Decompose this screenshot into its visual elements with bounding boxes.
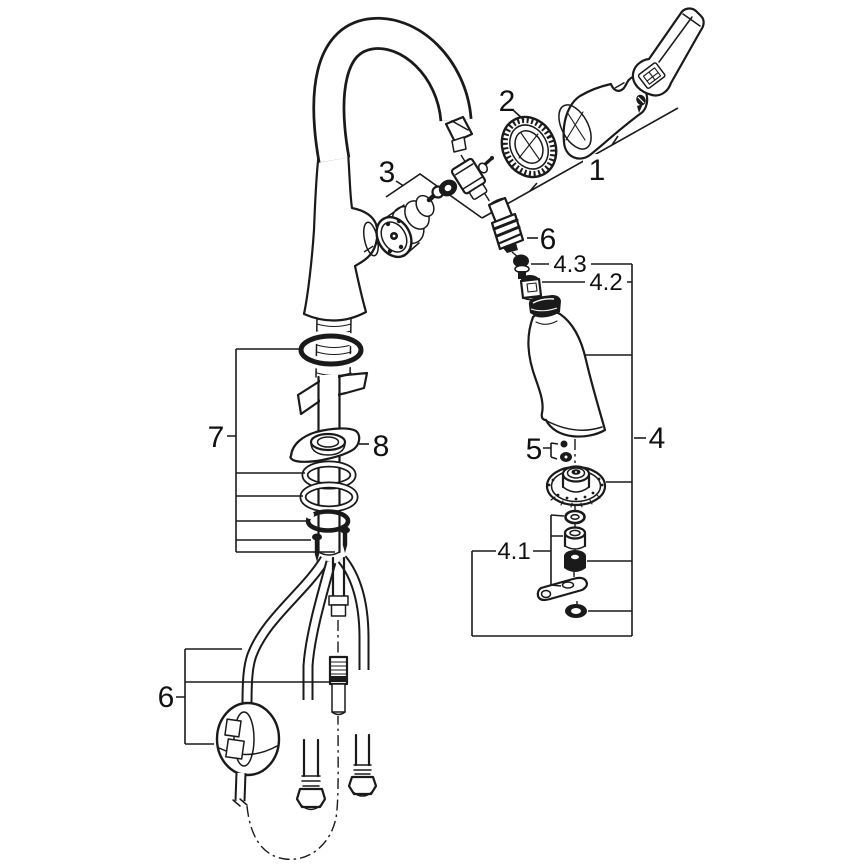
label-part-4: 4	[649, 422, 666, 455]
handle-logo-plate	[637, 62, 666, 89]
pullout-hose-end	[328, 556, 349, 617]
cap-ring	[500, 115, 558, 179]
spray-face	[545, 465, 607, 508]
cartridge-seal	[438, 179, 458, 197]
part-labels: 1 2 3 4 4.1 4.2 4.3 5 6 6 7 8	[158, 85, 666, 714]
label-part-7: 7	[208, 421, 225, 454]
supply-connector-right	[347, 733, 378, 797]
label-part-2: 2	[499, 85, 516, 118]
fixing-screws	[312, 526, 350, 562]
mounting-flange	[289, 427, 361, 463]
check-valve-top	[513, 254, 530, 279]
lever-adapter	[450, 157, 488, 200]
bracket-part-4-1	[471, 514, 632, 637]
aerator-stack	[536, 505, 588, 618]
bracket-part-1	[481, 107, 679, 219]
label-part-6-lower: 6	[158, 681, 175, 714]
spout-outlet-nub	[451, 136, 467, 153]
dome-cap	[558, 75, 649, 160]
spray-group	[471, 196, 646, 637]
supply-connector-left	[295, 738, 327, 811]
label-part-4-2: 4.2	[589, 269, 622, 296]
faucet-spout	[312, 16, 491, 253]
label-2-leader	[512, 109, 525, 121]
label-part-8: 8	[373, 430, 390, 463]
cartridge-group	[375, 173, 483, 259]
spray-screw-oring	[543, 440, 572, 462]
mounting-shank	[289, 317, 369, 562]
label-part-6-upper: 6	[540, 223, 557, 256]
pullout-hose-coupling	[328, 655, 349, 716]
aerator-key	[536, 576, 588, 602]
handle-screw	[636, 94, 646, 113]
cartridge	[375, 215, 413, 259]
mounting-rings	[299, 460, 359, 533]
label-part-5: 5	[526, 433, 543, 466]
hose-loop-path	[246, 715, 339, 861]
handle-lever	[631, 7, 705, 97]
spray-head-cone	[527, 310, 607, 438]
bracket-part-7	[227, 348, 335, 553]
adapter-screw	[477, 156, 494, 174]
bracket-part-6-lower	[176, 648, 329, 745]
check-valve	[519, 275, 543, 301]
handle-group	[450, 7, 705, 219]
shank-o-ring	[298, 333, 364, 367]
bracket-part-5	[543, 442, 559, 460]
hose-weight	[215, 701, 281, 807]
label-part-3: 3	[379, 156, 396, 189]
label-part-1: 1	[589, 154, 606, 187]
bracket-part-4	[531, 263, 646, 636]
spout-outlet	[444, 115, 474, 144]
faucet-body	[302, 150, 380, 322]
label-part-4-1: 4.1	[497, 538, 530, 565]
bracket-part-3	[385, 173, 483, 219]
spray-collar	[528, 295, 561, 318]
hoses	[215, 555, 378, 861]
spray-coupling	[487, 196, 525, 253]
label-part-4-3: 4.3	[553, 251, 586, 278]
